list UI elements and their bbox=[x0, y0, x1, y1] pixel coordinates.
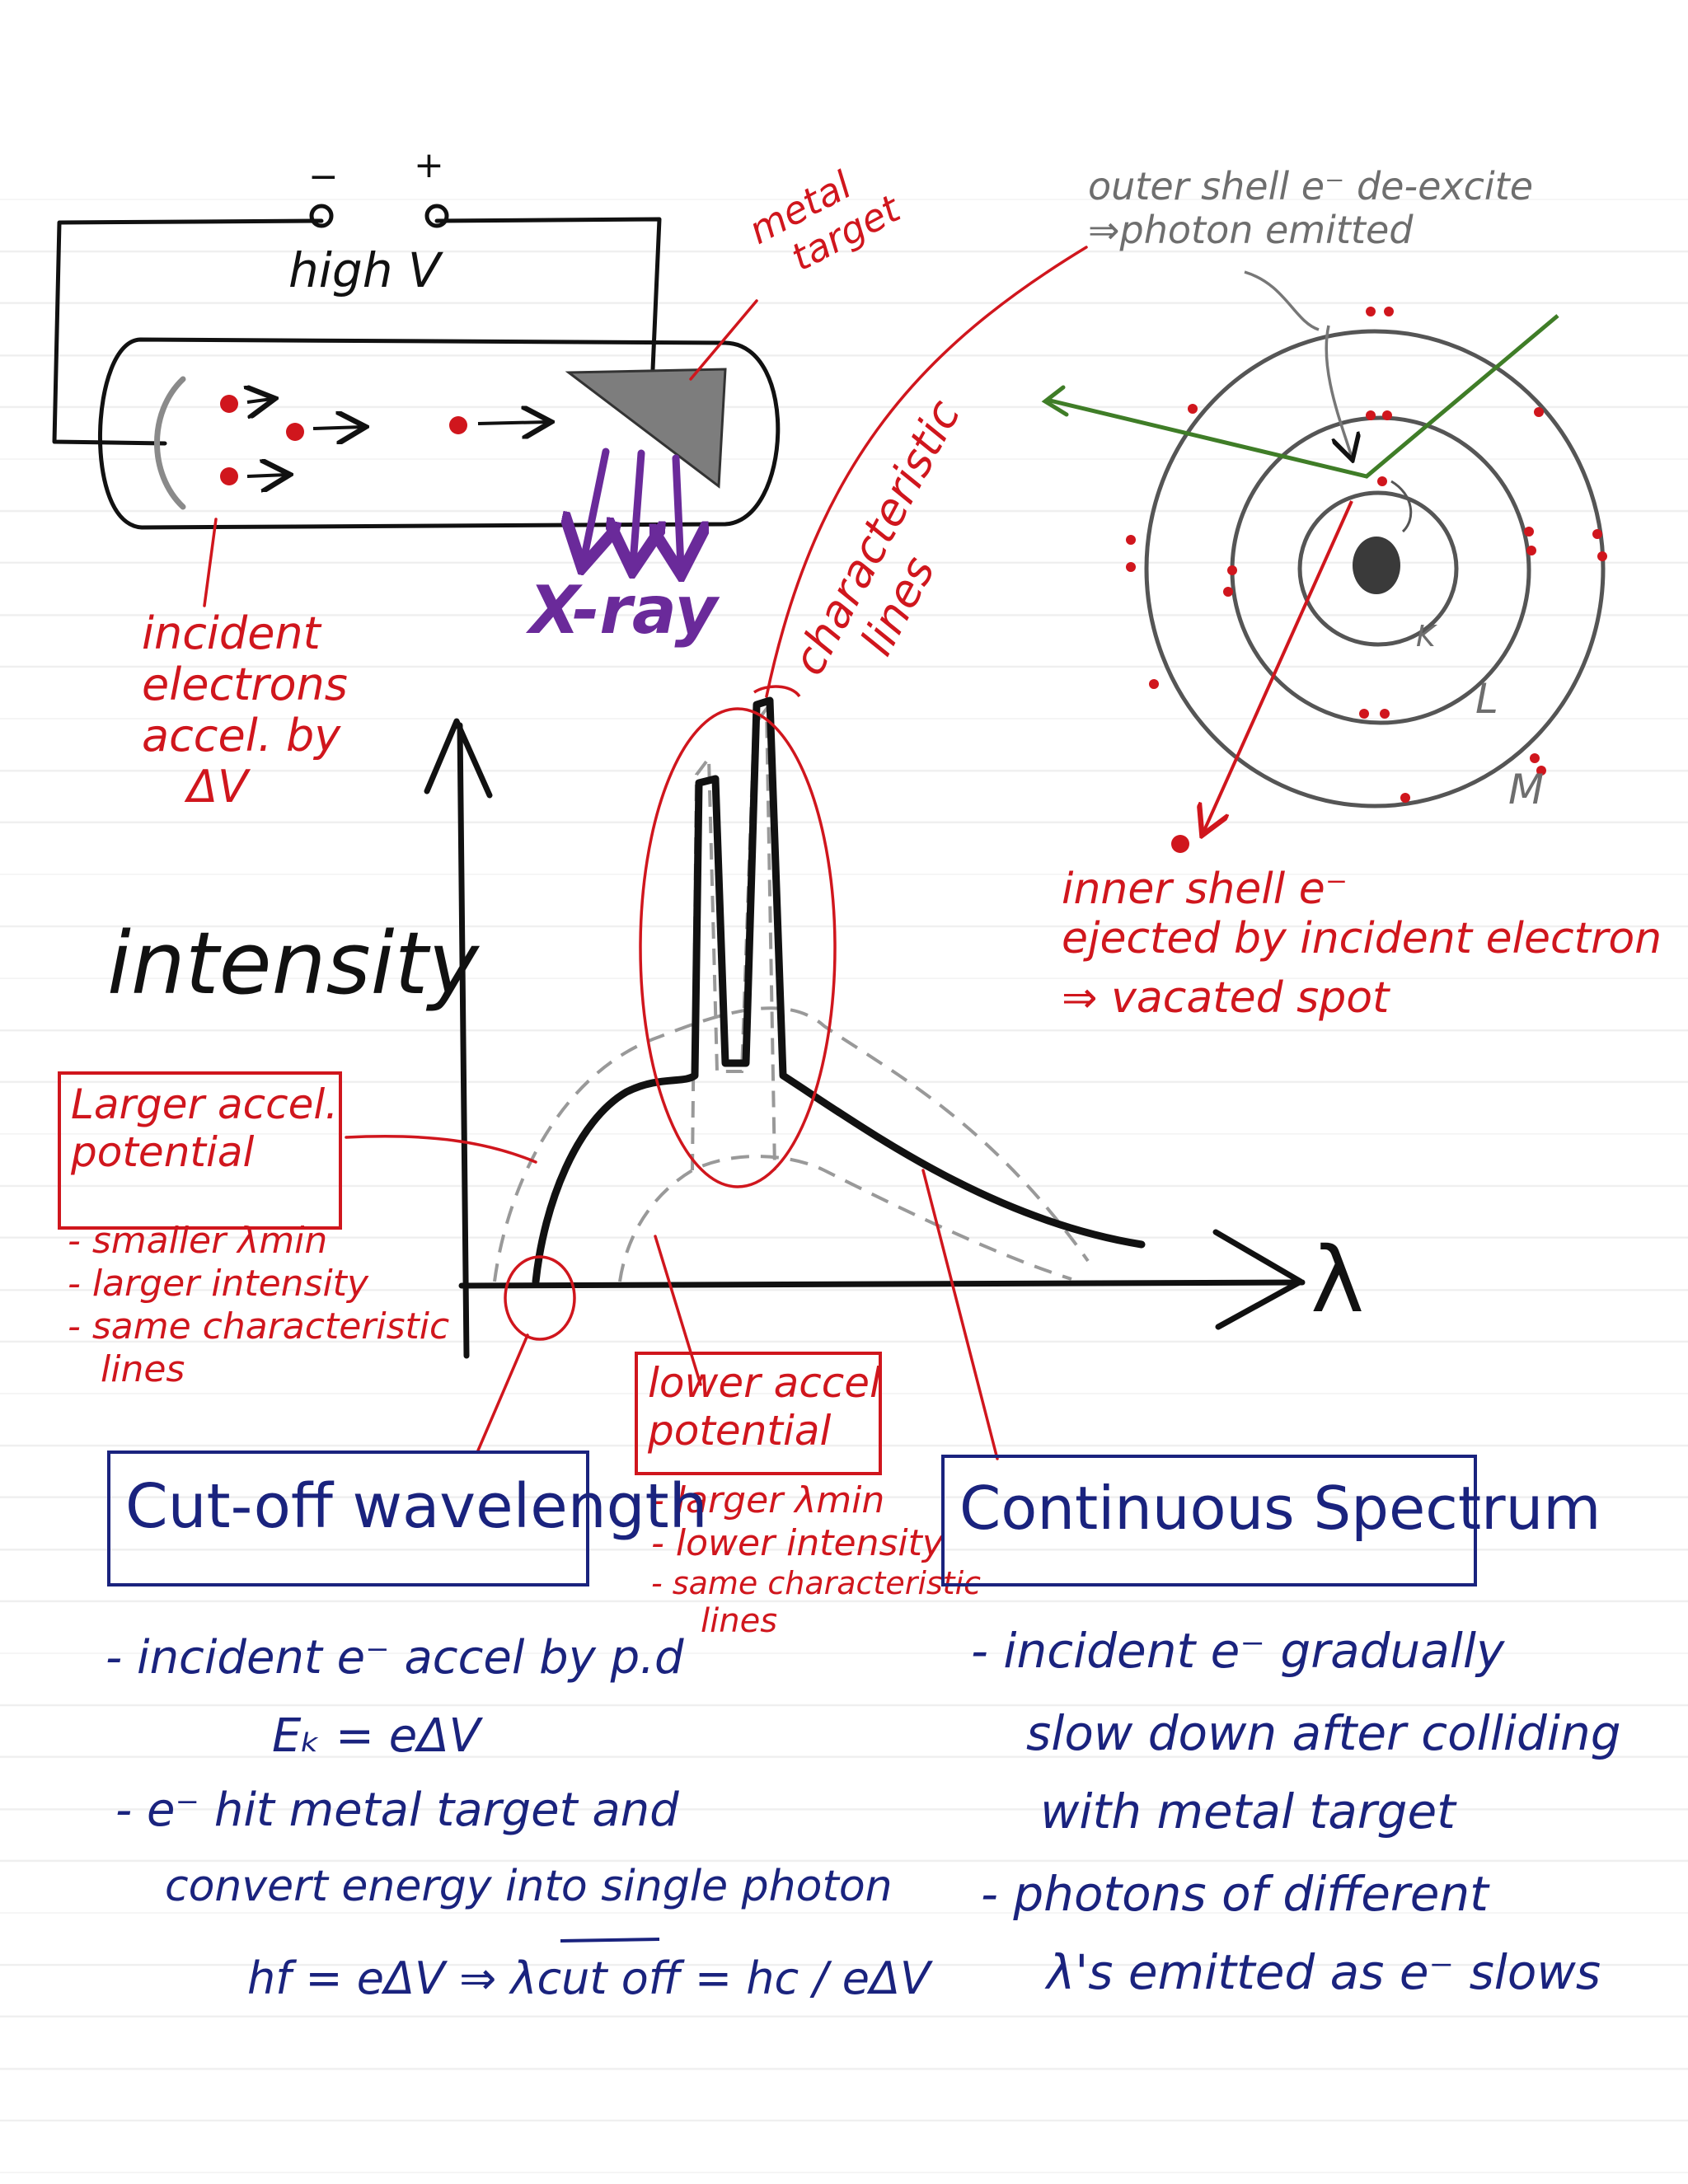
lower-accel-bullet-4: lines bbox=[701, 1601, 778, 1640]
atom-diagram bbox=[1041, 270, 1607, 853]
continuous-line-5: λ's emitted as e⁻ slows bbox=[1047, 1944, 1601, 2000]
outer-shell-note: outer shell e⁻ de-excite ⇒photon emitted bbox=[1088, 165, 1533, 252]
shell-m-label: M bbox=[1508, 766, 1545, 813]
larger-accel-box: Larger accel. potential bbox=[58, 1071, 342, 1230]
incident-electrons-line-1: incident bbox=[142, 607, 321, 659]
cutoff-title: Cut-off wavelength bbox=[125, 1471, 708, 1542]
outer-shell-note-line-1: outer shell e⁻ de-excite bbox=[1088, 164, 1534, 209]
annotation-pointers bbox=[345, 1135, 999, 1460]
xray-arrows bbox=[584, 448, 681, 567]
continuous-title: Continuous Spectrum bbox=[959, 1474, 1601, 1543]
continuous-line-1: - incident e⁻ gradually bbox=[971, 1623, 1505, 1679]
lower-accel-box-line-1: lower accel bbox=[648, 1359, 881, 1407]
incident-electrons-line-4: ΔV bbox=[187, 761, 248, 813]
inner-shell-note-line-2: ejected by incident electron bbox=[1062, 913, 1662, 963]
high-voltage-label: high V bbox=[288, 242, 441, 298]
lower-accel-bullets: - larger λmin - lower intensity - same c… bbox=[651, 1479, 981, 1641]
outer-shell-note-line-2: ⇒photon emitted bbox=[1088, 207, 1414, 252]
lower-accel-bullet-1: - larger λmin bbox=[651, 1479, 885, 1521]
incident-electrons-line-2: electrons bbox=[142, 658, 348, 711]
shell-l-label: L bbox=[1475, 675, 1498, 723]
y-axis-label: intensity bbox=[107, 913, 479, 1014]
spectrum-graph bbox=[424, 685, 1306, 1359]
continuous-title-box: Continuous Spectrum bbox=[941, 1455, 1601, 1586]
larger-accel-bullet-3: - same characteristic bbox=[68, 1305, 450, 1347]
cutoff-line-1: - incident e⁻ accel by p.d bbox=[106, 1631, 684, 1685]
xray-label: X-ray bbox=[529, 572, 718, 649]
shell-k-label: K bbox=[1416, 620, 1436, 654]
lower-accel-bullet-3: - same characteristic bbox=[651, 1564, 982, 1601]
continuous-line-4: - photons of different bbox=[981, 1866, 1489, 1922]
electron-dots bbox=[220, 395, 467, 485]
circuit-wire bbox=[52, 204, 662, 446]
larger-accel-box-line-2: potential bbox=[71, 1127, 255, 1176]
x-axis-label: λ bbox=[1311, 1227, 1365, 1333]
larger-accel-bullet-1: - smaller λmin bbox=[68, 1220, 328, 1262]
page-top-margin bbox=[0, 0, 1688, 148]
incident-electrons-line-3: accel. by bbox=[142, 710, 341, 762]
lower-accel-box: lower accel potential bbox=[635, 1352, 882, 1475]
electron-arrows bbox=[247, 399, 548, 476]
lower-accel-bullet-2: - lower intensity bbox=[651, 1521, 944, 1564]
xray-tube bbox=[97, 337, 781, 530]
cutoff-title-box: Cut-off wavelength bbox=[107, 1451, 708, 1586]
inner-shell-note-line-1: inner shell e⁻ bbox=[1062, 865, 1348, 914]
red-pointers bbox=[203, 246, 1088, 698]
cutoff-line-3: - e⁻ hit metal target and bbox=[115, 1783, 679, 1837]
inner-shell-note-line-3: ⇒ vacated spot bbox=[1062, 972, 1390, 1023]
cutoff-line-4: convert energy into single photon bbox=[165, 1862, 893, 1911]
larger-accel-bullet-2: - larger intensity bbox=[68, 1262, 368, 1305]
lower-accel-box-line-2: potential bbox=[648, 1406, 832, 1455]
single-underline bbox=[560, 1938, 660, 1943]
larger-accel-bullets: - smaller λmin - larger intensity - same… bbox=[68, 1220, 449, 1391]
larger-accel-box-line-1: Larger accel. bbox=[71, 1080, 339, 1128]
continuous-line-2: slow down after colliding bbox=[1026, 1705, 1621, 1761]
incident-electrons-label: incident electrons accel. by ΔV bbox=[142, 607, 348, 813]
larger-accel-bullet-4: lines bbox=[101, 1347, 185, 1390]
cutoff-line-5: hf = eΔV ⇒ λcut off = hc / eΔV bbox=[247, 1952, 931, 2004]
cutoff-line-2: Eₖ = eΔV bbox=[272, 1709, 481, 1763]
continuous-line-3: with metal target bbox=[1040, 1783, 1456, 1840]
inner-shell-note: inner shell e⁻ ejected by incident elect… bbox=[1062, 865, 1662, 1023]
minus-terminal-label: − bbox=[308, 156, 339, 198]
plus-terminal-label: + bbox=[414, 144, 444, 186]
